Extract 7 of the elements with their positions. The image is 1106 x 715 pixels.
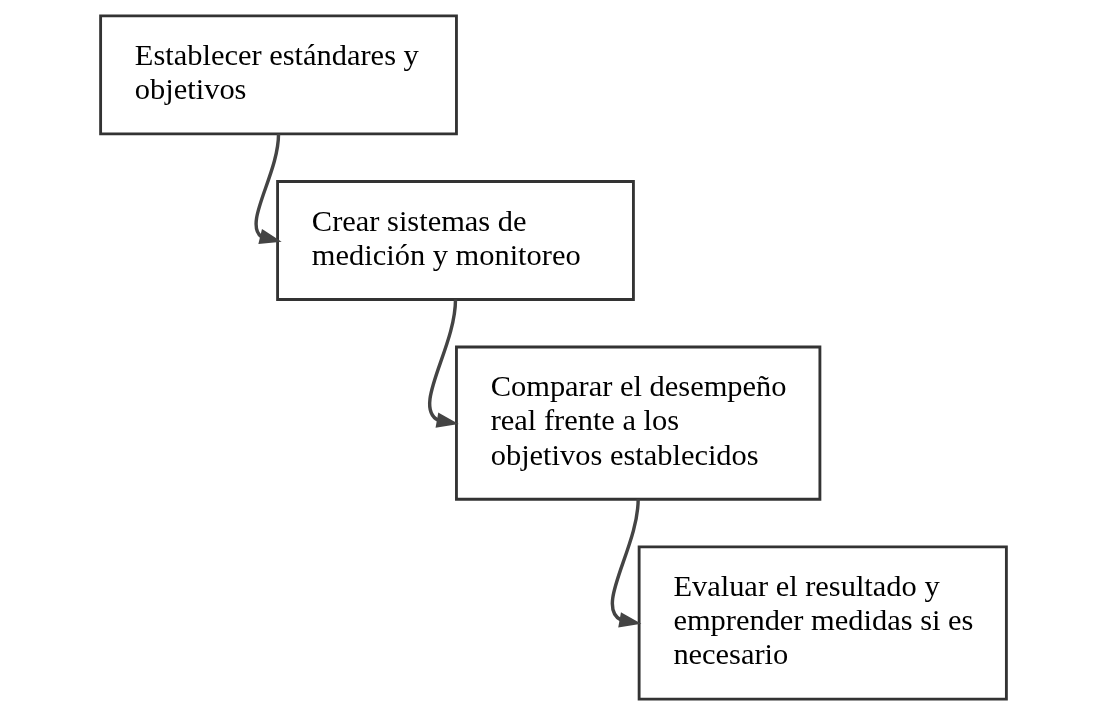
- arrow: [610, 499, 641, 628]
- node-box: Evaluar el resultado y emprender medidas si es necesario: [637, 545, 1008, 701]
- arrow: [254, 133, 282, 244]
- arrow: [427, 299, 459, 428]
- node-box: Establecer estándares y objetivos: [98, 14, 458, 136]
- node-box: Crear sistemas de medición y monitoreo: [275, 180, 635, 301]
- node-box: Comparar el desempeño real frente a los objetivos establecidos: [454, 345, 821, 501]
